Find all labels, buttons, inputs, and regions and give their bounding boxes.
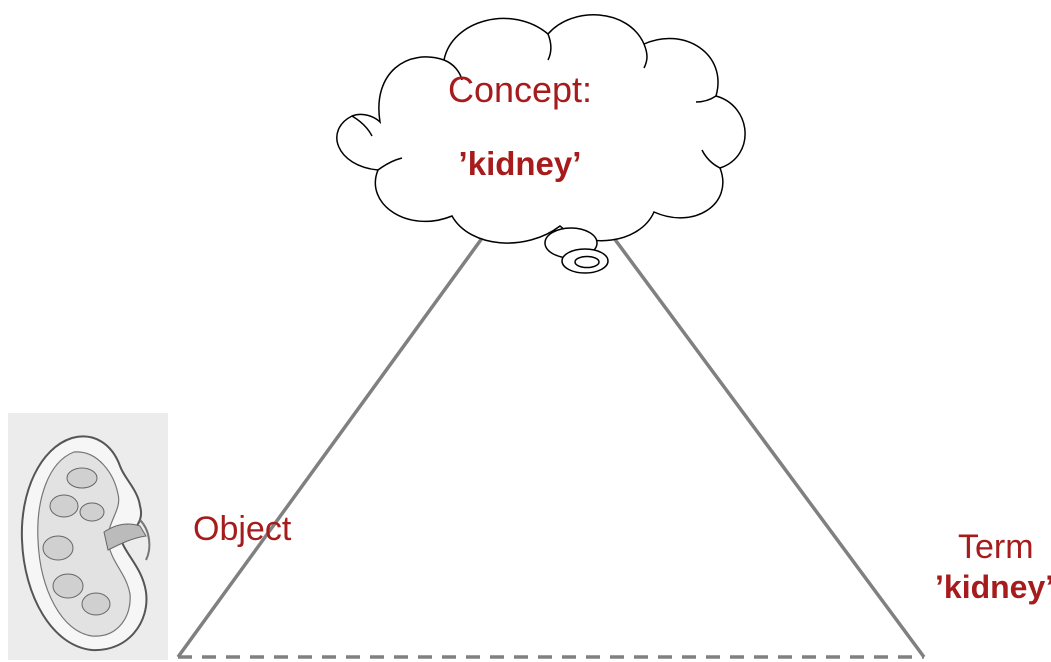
- concept-title: Concept:: [447, 69, 593, 110]
- concept-term: ’kidney’: [458, 145, 582, 182]
- thought-bubbles: [544, 227, 609, 274]
- kidney-image: [8, 413, 168, 660]
- term-title: Term: [958, 528, 1034, 566]
- concept-cloud: [336, 14, 746, 244]
- object-concept-edge: [176, 228, 490, 659]
- object-label: Object: [193, 510, 292, 548]
- term-value: ’kidney’: [935, 569, 1051, 605]
- term-concept-edge: [603, 224, 926, 659]
